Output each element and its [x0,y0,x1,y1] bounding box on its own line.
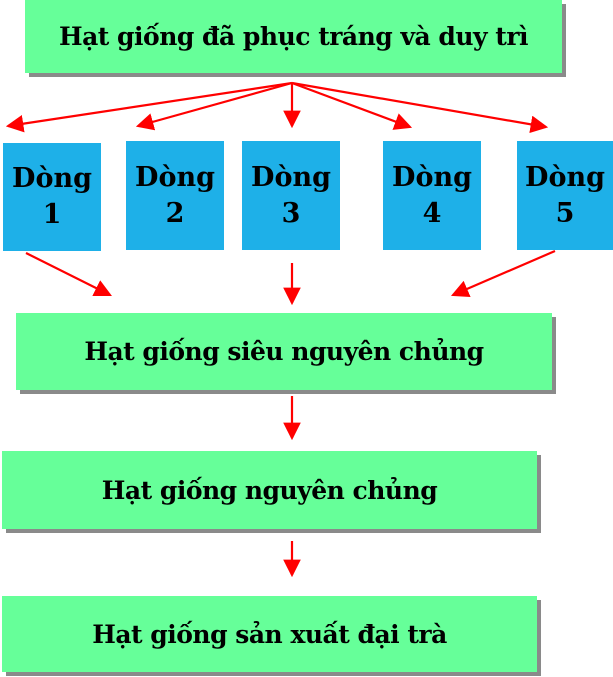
arrow-line-1-to-stage-1 [25,252,112,296]
top-node-label: Hạt giống đã phục tráng và duy trì [58,22,529,51]
arrow-line-5-to-stage-1 [450,249,556,297]
top-node: Hạt giống đã phục tráng và duy trì [25,0,562,73]
stage-node-label: Hạt giống siêu nguyên chủng [84,337,484,366]
stage-node-mass-production-seed: Hạt giống sản xuất đại trà [2,596,537,672]
arrow-top-to-line-5 [291,81,549,134]
line-node-number: 4 [422,197,442,229]
line-node-number: 5 [555,197,575,229]
line-node-word: Dòng [12,163,92,194]
arrow-top-to-line-4 [291,81,413,130]
line-node-word: Dòng [525,161,605,193]
line-node-word: Dòng [135,161,215,193]
line-node-2: Dòng 2 [126,141,224,250]
stage-node-elite-seed: Hạt giống nguyên chủng [2,451,537,529]
line-node-number: 2 [165,197,185,229]
line-node-5: Dòng 5 [517,141,613,250]
arrow-top-to-line-1 [5,81,293,133]
line-node-4: Dòng 4 [383,141,481,250]
stage-node-label: Hạt giống sản xuất đại trà [92,619,447,649]
line-node-number: 3 [281,197,301,229]
line-node-1: Dòng 1 [3,143,101,251]
line-node-3: Dòng 3 [242,141,340,250]
line-node-word: Dòng [392,161,472,193]
arrow-top-to-line-2 [135,81,293,131]
line-node-word: Dòng [251,161,331,193]
stage-node-super-elite-seed: Hạt giống siêu nguyên chủng [16,313,552,390]
line-node-number: 1 [42,199,62,230]
stage-node-label: Hạt giống nguyên chủng [101,475,438,505]
